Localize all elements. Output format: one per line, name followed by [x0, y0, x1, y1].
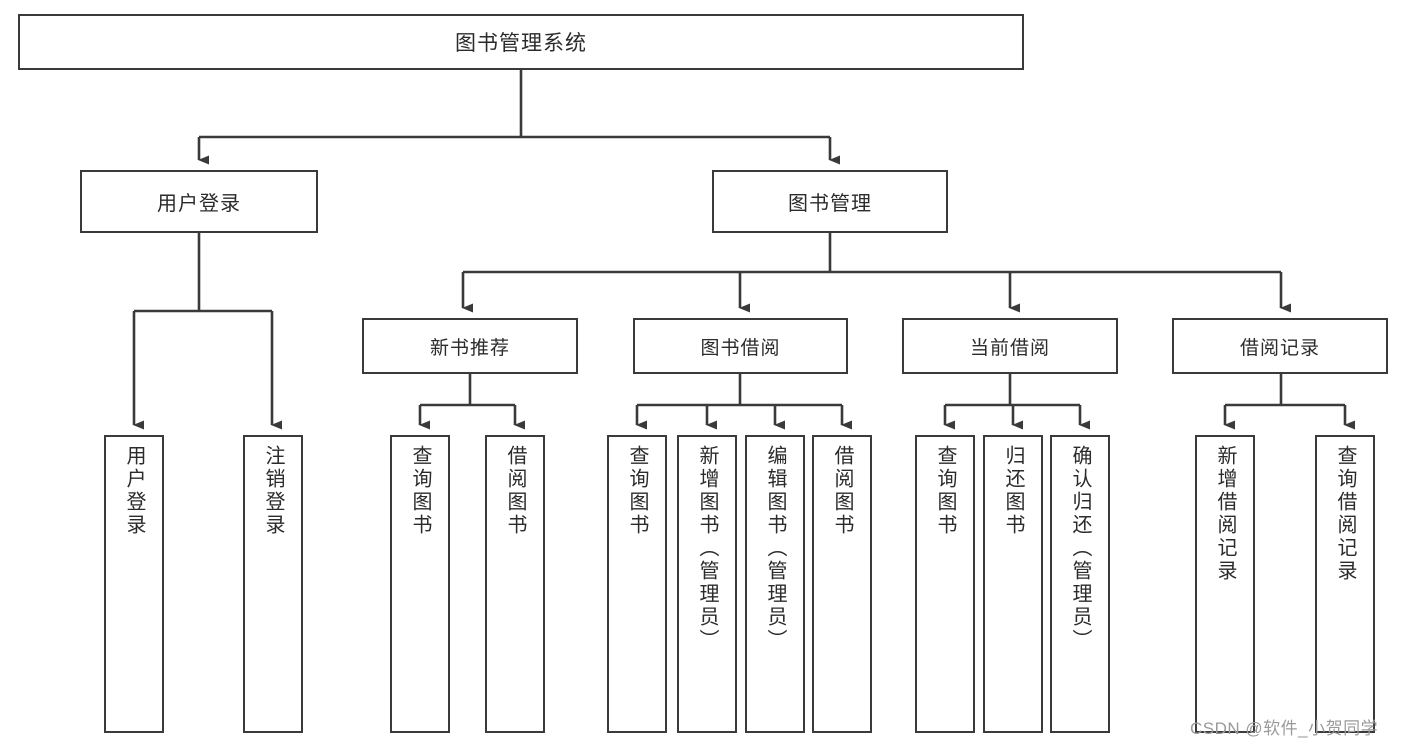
- node-label: 图书借阅: [700, 337, 781, 359]
- node-leaf[interactable]: 注销登录: [243, 435, 303, 733]
- node-label: 借阅图书: [504, 445, 526, 537]
- node-root-label: 图书管理系统: [455, 32, 587, 55]
- node-level1-book-management[interactable]: 图书管理: [712, 170, 948, 233]
- node-label: 确认归还（管理员）: [1069, 445, 1091, 652]
- node-label: 归还图书: [1002, 445, 1024, 537]
- node-root[interactable]: 图书管理系统: [18, 14, 1024, 70]
- node-label: 新书推荐: [429, 337, 510, 359]
- node-level1-user-login[interactable]: 用户登录: [80, 170, 318, 233]
- node-label: 查询借阅记录: [1334, 445, 1356, 583]
- node-leaf[interactable]: 确认归还（管理员）: [1050, 435, 1110, 733]
- node-leaf[interactable]: 查询借阅记录: [1315, 435, 1375, 733]
- node-label: 注销登录: [262, 445, 284, 537]
- node-label: 用户登录: [157, 193, 241, 215]
- node-leaf[interactable]: 用户登录: [104, 435, 164, 733]
- node-leaf[interactable]: 借阅图书: [485, 435, 545, 733]
- node-label: 查询图书: [626, 445, 648, 537]
- node-leaf[interactable]: 归还图书: [983, 435, 1043, 733]
- node-leaf[interactable]: 新增图书（管理员）: [677, 435, 737, 733]
- node-label: 编辑图书（管理员）: [764, 445, 786, 652]
- node-level2-borrow-record[interactable]: 借阅记录: [1172, 318, 1388, 374]
- node-leaf[interactable]: 新增借阅记录: [1195, 435, 1255, 733]
- node-leaf[interactable]: 编辑图书（管理员）: [745, 435, 805, 733]
- node-label: 用户登录: [123, 445, 145, 537]
- node-leaf[interactable]: 借阅图书: [812, 435, 872, 733]
- node-label: 借阅记录: [1239, 337, 1320, 359]
- node-level2-new-book-recommend[interactable]: 新书推荐: [362, 318, 578, 374]
- node-leaf[interactable]: 查询图书: [915, 435, 975, 733]
- csdn-watermark: CSDN @软件_小贺同学: [1190, 719, 1379, 738]
- node-label: 查询图书: [934, 445, 956, 537]
- node-leaf[interactable]: 查询图书: [607, 435, 667, 733]
- node-label: 新增图书（管理员）: [696, 445, 718, 652]
- node-label: 新增借阅记录: [1214, 445, 1236, 583]
- node-level2-current-borrow[interactable]: 当前借阅: [902, 318, 1118, 374]
- node-level2-book-borrow[interactable]: 图书借阅: [633, 318, 848, 374]
- node-label: 查询图书: [409, 445, 431, 537]
- node-label: 借阅图书: [831, 445, 853, 537]
- node-label: 当前借阅: [969, 337, 1050, 359]
- node-leaf[interactable]: 查询图书: [390, 435, 450, 733]
- node-label: 图书管理: [788, 193, 872, 215]
